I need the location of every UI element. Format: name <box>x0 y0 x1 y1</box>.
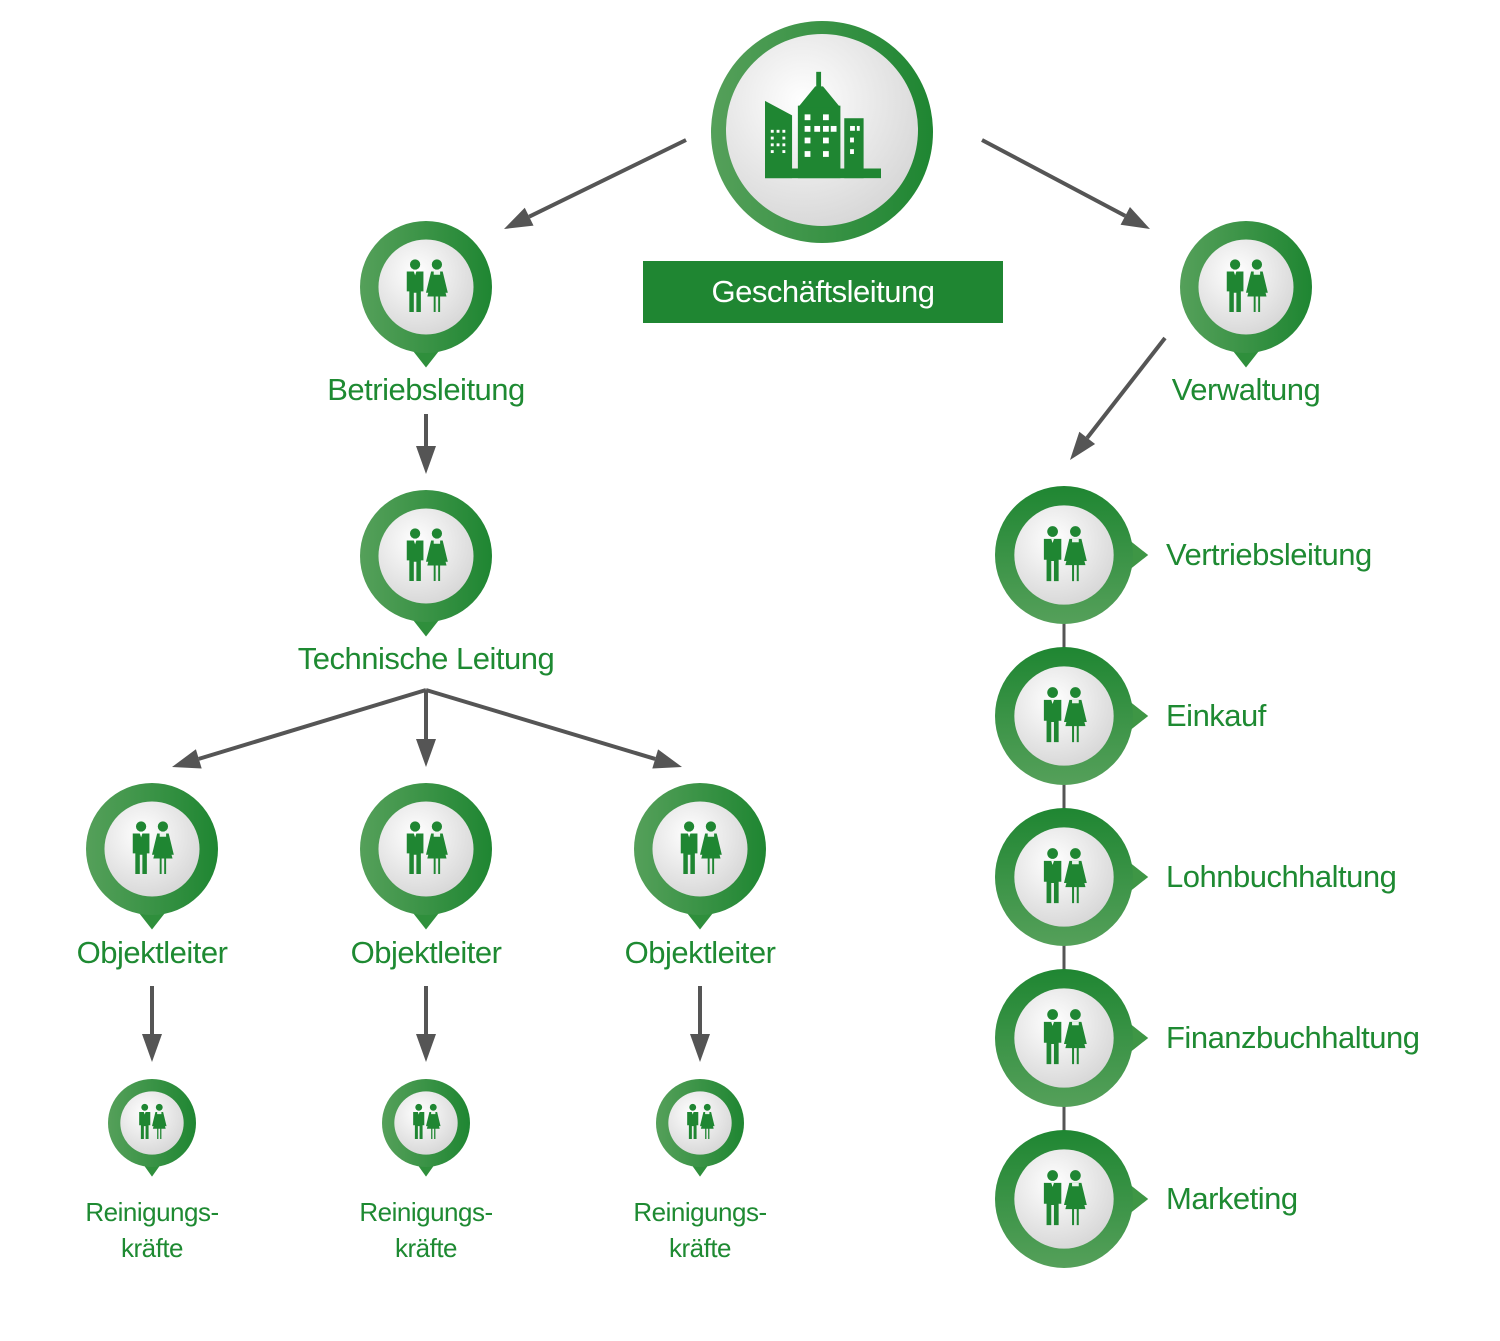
label-reinigungskraefte-3: Reinigungs- kräfte <box>633 1194 767 1266</box>
node-reinigungskraefte-2 <box>382 1079 470 1177</box>
pin-inner <box>652 801 748 897</box>
node-reinigungskraefte-1 <box>108 1079 196 1177</box>
label-line1: Reinigungs- <box>85 1197 219 1227</box>
label-objektleiter-1: Objektleiter <box>76 935 228 970</box>
arrow-head <box>1070 431 1096 460</box>
pin-pointer <box>685 911 715 930</box>
label-verwaltung: Verwaltung <box>1171 372 1321 407</box>
label-objektleiter-2: Objektleiter <box>350 935 502 970</box>
pin-inner <box>120 1091 184 1155</box>
pin-pointer <box>1129 539 1149 571</box>
pin-inner <box>668 1091 732 1155</box>
arrow-line <box>1085 336 1167 440</box>
label-line1: Reinigungs- <box>359 1197 493 1227</box>
node-department-2 <box>995 647 1149 785</box>
node-department-3 <box>995 808 1149 946</box>
root-label-banner: Geschäftsleitung <box>643 261 1003 323</box>
root-label: Geschäftsleitung <box>711 274 935 309</box>
arrow-technische-to-objekt-2 <box>416 690 436 767</box>
arrow-head <box>142 1034 162 1062</box>
arrow-objekt-1-to-reinigung <box>142 986 162 1062</box>
node-department-1 <box>995 486 1149 624</box>
arrow-line <box>528 138 687 219</box>
pin-pointer <box>411 618 441 637</box>
root-node <box>711 21 933 243</box>
arrow-technische-to-objekt-1 <box>172 688 427 769</box>
arrow-technische-to-objekt-3 <box>425 688 682 769</box>
arrow-head <box>1120 207 1150 229</box>
arrow-line <box>981 138 1127 218</box>
pin-pointer <box>1129 1022 1149 1054</box>
arrow-head <box>416 1034 436 1062</box>
node-department-5 <box>995 1130 1149 1268</box>
pin-pointer <box>411 349 441 368</box>
pin-inner <box>1014 666 1114 766</box>
pin-pointer <box>1129 1183 1149 1215</box>
arrow-verwaltung-to-departments <box>1070 336 1167 460</box>
pin-pointer <box>1129 861 1149 893</box>
arrow-head <box>416 446 436 474</box>
node-department-4 <box>995 969 1149 1107</box>
arrow-objekt-3-to-reinigung <box>690 986 710 1062</box>
node-objektleiter-1 <box>86 783 218 930</box>
node-technische-leitung <box>360 490 492 637</box>
pin-inner <box>378 239 474 335</box>
label-line2: kräfte <box>394 1233 458 1263</box>
node-reinigungskraefte-3 <box>656 1079 744 1177</box>
label-department-1: Vertriebsleitung <box>1166 537 1372 572</box>
arrow-objekt-2-to-reinigung <box>416 986 436 1062</box>
arrow-head <box>690 1034 710 1062</box>
pin-inner <box>1014 505 1114 605</box>
pin-inner <box>104 801 200 897</box>
arrow-head <box>416 739 436 767</box>
arrow-root-to-verwaltung <box>981 138 1150 229</box>
arrow-head <box>652 749 682 769</box>
arrow-head <box>172 749 202 769</box>
pin-inner <box>378 801 474 897</box>
label-line2: kräfte <box>120 1233 184 1263</box>
pin-inner <box>1198 239 1294 335</box>
pin-pointer <box>137 911 167 930</box>
label-technische-leitung: Technische Leitung <box>297 641 555 676</box>
arrow-line <box>198 688 427 761</box>
arrow-line <box>425 688 656 761</box>
label-betriebsleitung: Betriebsleitung <box>327 372 525 407</box>
label-objektleiter-3: Objektleiter <box>624 935 776 970</box>
nodes <box>86 21 1312 1268</box>
arrow-betriebsleitung-to-technische <box>416 414 436 474</box>
label-department-3: Lohnbuchhaltung <box>1166 859 1397 894</box>
node-verwaltung <box>1180 221 1312 368</box>
pin-pointer <box>1231 349 1261 368</box>
label-line2: kräfte <box>668 1233 732 1263</box>
pin-pointer <box>1129 700 1149 732</box>
pin-inner <box>1014 988 1114 1088</box>
pin-pointer <box>411 911 441 930</box>
label-reinigungskraefte-1: Reinigungs- kräfte <box>85 1194 219 1266</box>
node-objektleiter-3 <box>634 783 766 930</box>
node-objektleiter-2 <box>360 783 492 930</box>
label-department-5: Marketing <box>1166 1181 1298 1216</box>
node-betriebsleitung <box>360 221 492 368</box>
pin-inner <box>1014 1149 1114 1249</box>
label-department-2: Einkauf <box>1166 698 1266 733</box>
label-reinigungskraefte-2: Reinigungs- kräfte <box>359 1194 493 1266</box>
pin-inner <box>394 1091 458 1155</box>
arrow-root-to-betriebsleitung <box>504 138 687 229</box>
label-department-4: Finanzbuchhaltung <box>1166 1020 1420 1055</box>
arrow-head <box>504 207 534 229</box>
label-line1: Reinigungs- <box>633 1197 767 1227</box>
pin-inner <box>378 508 474 604</box>
pin-inner <box>1014 827 1114 927</box>
